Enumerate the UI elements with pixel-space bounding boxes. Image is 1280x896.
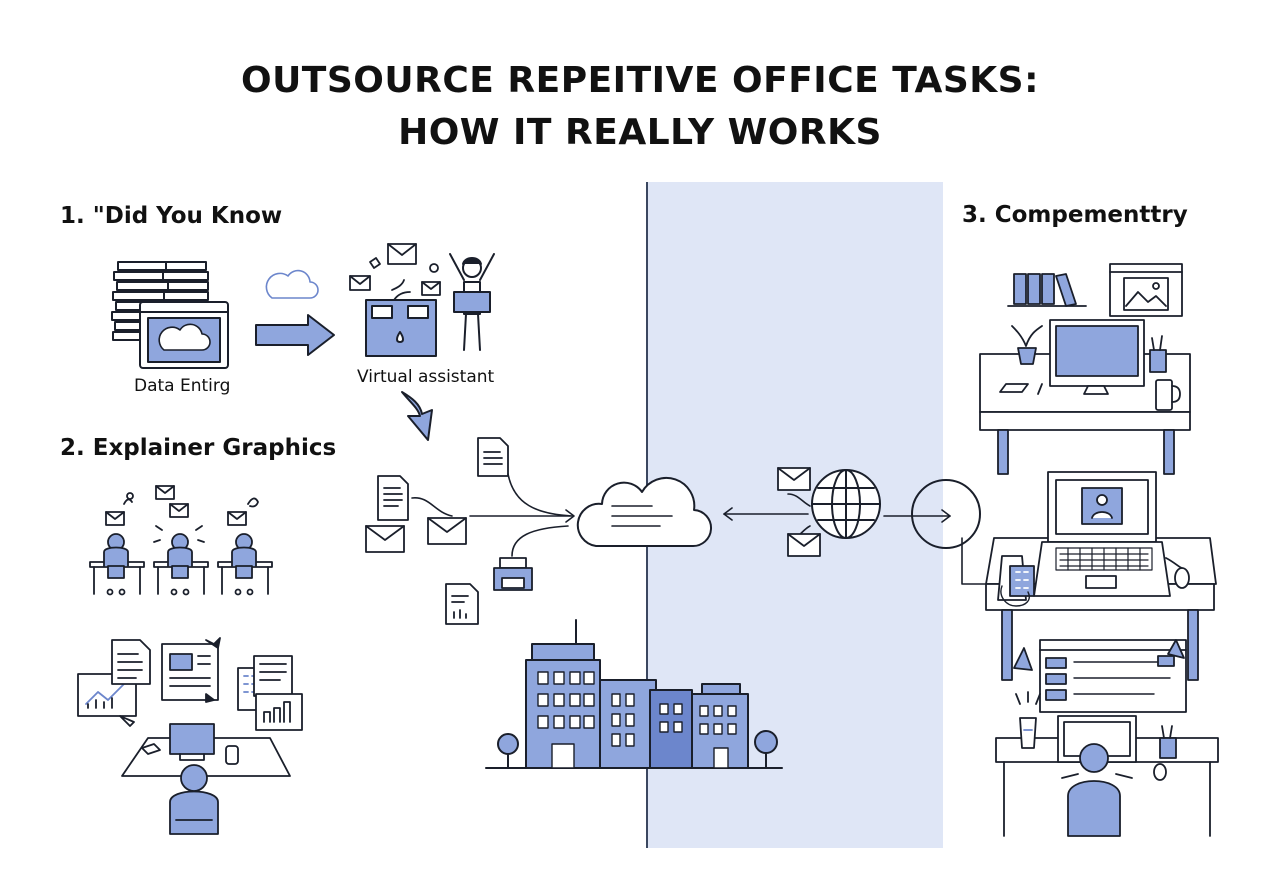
envelope-icon-3 [777,467,811,491]
envelope-icon-1 [365,525,405,553]
title-line-1: OUTSOURCE REPEITIVE OFFICE TASKS: [240,60,1040,101]
section-heading-did-you-know: 1. "Did You Know [60,203,283,229]
section-heading-complementary: 3. Compementtry [962,202,1188,228]
arrow-down-icon [401,391,433,441]
floating-envelopes-icon [349,243,441,301]
globe-icon [811,469,881,539]
envelope-icon-4 [787,533,821,557]
desk-laptop-phone-icon [985,471,1217,681]
caption-data-entry: Data Entirg [134,376,231,396]
workers-row-icon [89,485,273,596]
virtual-assistant-person-icon [449,253,495,351]
flow-connectors [411,473,575,557]
desk-computer-icon [979,319,1191,475]
document-icon-1 [377,475,409,521]
city-skyline-icon [485,619,783,769]
connector-circle [911,479,981,549]
envelope-icon-2 [427,517,467,545]
binders-shelf-icon [1007,273,1087,307]
desk-user-icon [995,639,1219,837]
picture-frame-icon [1109,263,1183,317]
section-heading-explainer-graphics: 2. Explainer Graphics [60,435,337,461]
report-document-icon [445,583,479,625]
documents-cluster-icon [111,637,303,731]
monitor-cloud-icon [139,301,229,369]
cloud-icon [576,476,713,548]
arrow-right-icon [255,314,335,356]
outbound-arrow [883,509,951,523]
printer-icon [493,557,533,591]
title-line-2: HOW IT REALLY WORKS [398,112,882,153]
document-icon-2 [477,437,509,477]
desk-worker-icon [121,723,291,835]
small-cloud-icon [265,269,319,299]
caption-virtual-assistant: Virtual assistant [357,367,495,387]
storage-box-icon [365,299,437,357]
